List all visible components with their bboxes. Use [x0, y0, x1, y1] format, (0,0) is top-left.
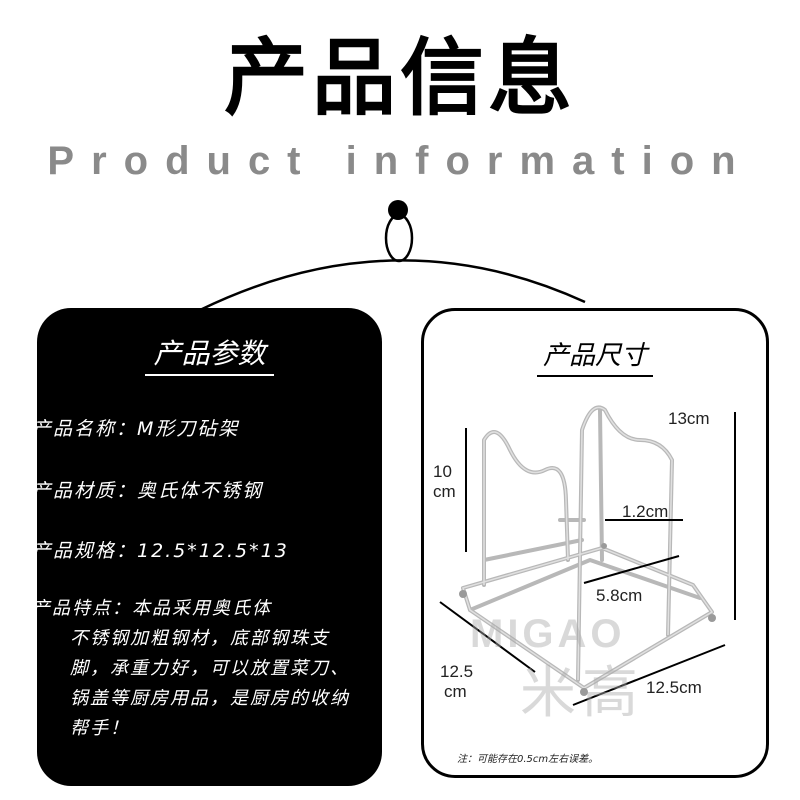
page-title: 产品信息: [223, 29, 576, 127]
parameters-heading: 产品参数: [37, 332, 382, 376]
feature-label: 产品特点：本品采用奥氏体: [32, 598, 272, 619]
page-subtitle: Product information: [47, 139, 753, 183]
parameters-panel: 产品参数: [37, 308, 382, 786]
feature-text: 不锈钢加粗钢材，底部钢珠支脚，承重力好，可以放置菜刀、锅盖等厨房用品，是厨房的收…: [70, 628, 350, 739]
dim-inner-width: 5.8cm: [596, 586, 643, 605]
dim-height-13: 13cm: [668, 409, 710, 428]
product-material: 产品材质：奥氏体不锈钢: [32, 480, 264, 502]
product-name: 产品名称：M形刀砧架: [32, 418, 240, 440]
dimensions-panel: 产品尺寸: [421, 308, 769, 778]
product-spec: 产品规格：12.5*12.5*13: [32, 540, 289, 562]
tolerance-note: 注：可能存在0.5cm左右误差。: [457, 754, 599, 765]
hanger-decoration: [199, 200, 586, 312]
dim-depth-value: 12.5: [440, 662, 474, 681]
dim-width: 12.5cm: [646, 678, 702, 697]
dim-depth-unit: cm: [444, 682, 467, 701]
dim-height-10-unit: cm: [433, 482, 456, 501]
product-features: 产品特点：本品采用奥氏体 不锈钢加粗钢材，底部钢珠支脚，承重力好，可以放置菜刀、…: [32, 594, 362, 744]
dim-height-10-value: 10: [433, 462, 452, 481]
brand-watermark-cn: 米高: [520, 661, 644, 726]
brand-watermark-en: MIGAO: [470, 612, 626, 656]
dimensions-heading: 产品尺寸: [424, 335, 766, 377]
dim-gap: 1.2cm: [622, 502, 669, 521]
